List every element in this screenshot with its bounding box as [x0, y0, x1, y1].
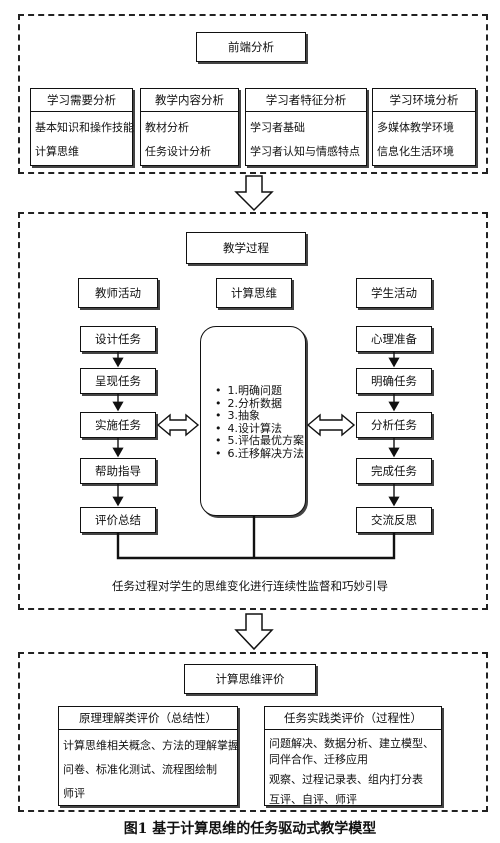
category-title: 学习者特征分析 — [246, 89, 366, 112]
category-environment: 学习环境分析 多媒体教学环境 信息化生活环境 — [372, 88, 476, 166]
teacher-activity-header: 教师活动 — [78, 278, 158, 308]
figure-caption: 图1 基于计算思维的任务驱动式教学模型 — [123, 821, 377, 837]
evaluation-item: 计算思维相关概念、方法的理解掌握 — [63, 739, 239, 752]
student-step: 完成任务 — [356, 458, 432, 484]
teacher-step: 评价总结 — [80, 507, 156, 533]
hollow-down-arrow — [234, 613, 274, 651]
category-item: 信息化生活环境 — [377, 145, 454, 158]
category-title: 学习需要分析 — [31, 89, 132, 112]
category-learning-needs: 学习需要分析 基本知识和操作技能 计算思维 — [30, 88, 134, 166]
teacher-step: 实施任务 — [80, 412, 156, 438]
teacher-step: 帮助指导 — [80, 458, 156, 484]
ct-step: 5.评估最优方案 — [215, 434, 305, 448]
category-content-analysis: 教学内容分析 教材分析 任务设计分析 — [140, 88, 239, 166]
evaluation-item: 观察、过程记录表、组内打分表 — [269, 773, 423, 786]
ct-step: 4.设计算法 — [215, 422, 304, 436]
student-step: 交流反思 — [356, 507, 432, 533]
evaluation-item: 同伴合作、迁移应用 — [269, 753, 368, 766]
practice-evaluation: 任务实践类评价（过程性） 问题解决、数据分析、建立模型、 同伴合作、迁移应用 观… — [264, 706, 442, 806]
hollow-down-arrow — [234, 175, 274, 212]
teaching-process-section — [18, 212, 488, 610]
category-title: 教学内容分析 — [141, 89, 238, 112]
category-item: 基本知识和操作技能 — [35, 121, 134, 134]
evaluation-section — [18, 652, 488, 812]
hollow-double-arrow — [156, 413, 200, 437]
evaluation-item: 师评 — [63, 787, 85, 800]
category-item: 学习者基础 — [250, 121, 305, 134]
ct-step: 2.分析数据 — [215, 397, 304, 411]
category-item: 教材分析 — [145, 121, 189, 134]
principle-evaluation: 原理理解类评价（总结性） 计算思维相关概念、方法的理解掌握 问卷、标准化测试、流… — [58, 706, 239, 806]
ct-step-list: 1.明确问题 2.分析数据 3.抽象 4.设计算法 5.评估最优方案 6.迁移解… — [215, 384, 305, 461]
evaluation-title: 计算思维评价 — [184, 664, 316, 694]
student-activity-header: 学生活动 — [356, 278, 432, 308]
category-item: 学习者认知与情感特点 — [250, 145, 360, 158]
evaluation-item: 问题解决、数据分析、建立模型、 — [269, 737, 434, 750]
computational-thinking-header: 计算思维 — [216, 278, 292, 308]
category-learner-features: 学习者特征分析 学习者基础 学习者认知与情感特点 — [245, 88, 367, 166]
hollow-double-arrow — [306, 413, 356, 437]
student-step: 心理准备 — [356, 326, 432, 352]
bracket-line — [116, 533, 396, 560]
category-title: 学习环境分析 — [373, 89, 475, 112]
category-item: 多媒体教学环境 — [377, 121, 454, 134]
evaluation-item: 互评、自评、师评 — [269, 793, 357, 806]
student-step: 明确任务 — [356, 368, 432, 394]
principle-evaluation-title: 原理理解类评价（总结性） — [59, 707, 237, 730]
computational-thinking-steps: 1.明确问题 2.分析数据 3.抽象 4.设计算法 5.评估最优方案 6.迁移解… — [200, 326, 306, 516]
teacher-step: 呈现任务 — [80, 368, 156, 394]
front-analysis-title: 前端分析 — [196, 32, 306, 62]
front-analysis-section — [18, 14, 488, 174]
student-step: 分析任务 — [356, 412, 432, 438]
ct-step: 3.抽象 — [215, 409, 304, 423]
category-item: 计算思维 — [35, 145, 79, 158]
ct-step: 1.明确问题 — [215, 384, 304, 398]
practice-evaluation-title: 任务实践类评价（过程性） — [265, 707, 441, 730]
ct-step: 6.迁移解决方法 — [215, 447, 305, 461]
teaching-process-title: 教学过程 — [186, 232, 306, 264]
teacher-step: 设计任务 — [80, 326, 156, 352]
category-item: 任务设计分析 — [145, 145, 211, 158]
evaluation-item: 问卷、标准化测试、流程图绘制 — [63, 763, 217, 776]
process-bottom-note: 任务过程对学生的思维变化进行连续性监督和巧妙引导 — [112, 579, 388, 593]
